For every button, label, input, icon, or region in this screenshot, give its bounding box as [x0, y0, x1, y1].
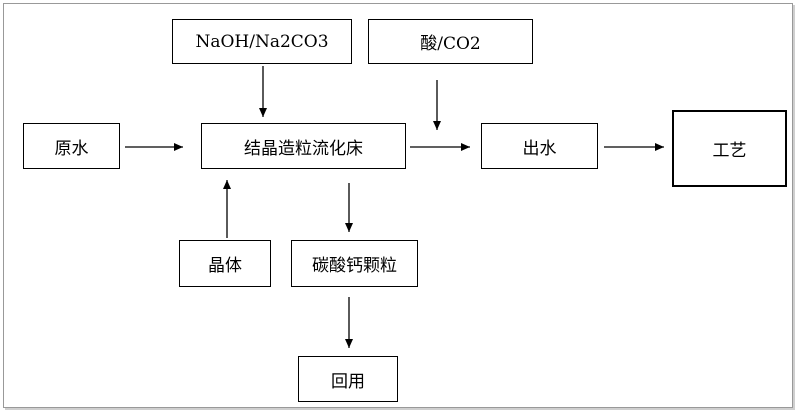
node-reactor: 结晶造粒流化床	[201, 123, 406, 169]
node-crystal: 晶体	[179, 240, 271, 287]
node-effluent-label: 出水	[522, 138, 557, 159]
node-naoh: NaOH/Na2CO3	[172, 19, 352, 64]
node-acid: 酸/CO2	[368, 19, 533, 64]
node-reuse: 回用	[298, 356, 398, 402]
node-caco3-label: 碳酸钙颗粒	[312, 256, 397, 276]
node-raw-water: 原水	[23, 123, 120, 169]
node-reuse-label: 回用	[331, 371, 365, 392]
node-raw-water-label: 原水	[54, 138, 89, 159]
node-crystal-label: 晶体	[208, 256, 242, 276]
node-effluent: 出水	[481, 123, 598, 169]
node-reactor-label: 结晶造粒流化床	[244, 138, 363, 159]
node-naoh-label: NaOH/Na2CO3	[195, 31, 329, 52]
node-caco3: 碳酸钙颗粒	[291, 240, 418, 287]
node-process-label: 工艺	[712, 141, 747, 161]
node-acid-label: 酸/CO2	[420, 34, 481, 54]
node-process: 工艺	[672, 110, 787, 187]
diagram-frame	[3, 3, 793, 408]
